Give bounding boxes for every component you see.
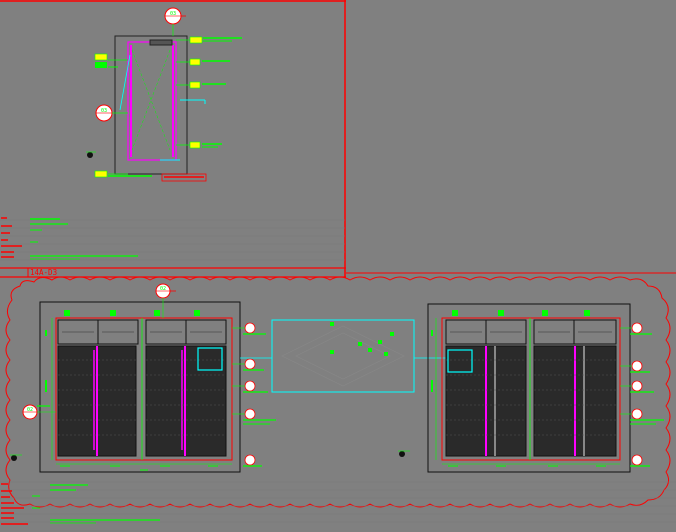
elevation-right [10, 303, 664, 473]
bubble-b3-num: 02 [160, 286, 166, 292]
bubble-b1-num: 03 [170, 11, 176, 17]
viewport-top-left [0, 0, 676, 278]
detail-bubble-b1: 03 [164, 7, 186, 36]
ceiling-plan-center [240, 319, 446, 393]
detail-bubble-b3: 02 [155, 283, 176, 318]
title-block-bottom [0, 481, 676, 525]
sheet-label: 14A-D3 [30, 268, 57, 277]
bubble-b4-num: 02 [27, 407, 33, 413]
door-plan-detail [86, 35, 242, 182]
elevation-left [39, 301, 276, 473]
bubble-b2-num: 03 [101, 108, 107, 114]
detail-bubble-b2: 03 [95, 104, 128, 122]
elevation-left-panels [57, 345, 227, 457]
title-block-top: 14A-D3 [0, 217, 345, 277]
detail-bubble-b4: 02 [22, 404, 56, 420]
elevation-right-panels [445, 345, 617, 457]
